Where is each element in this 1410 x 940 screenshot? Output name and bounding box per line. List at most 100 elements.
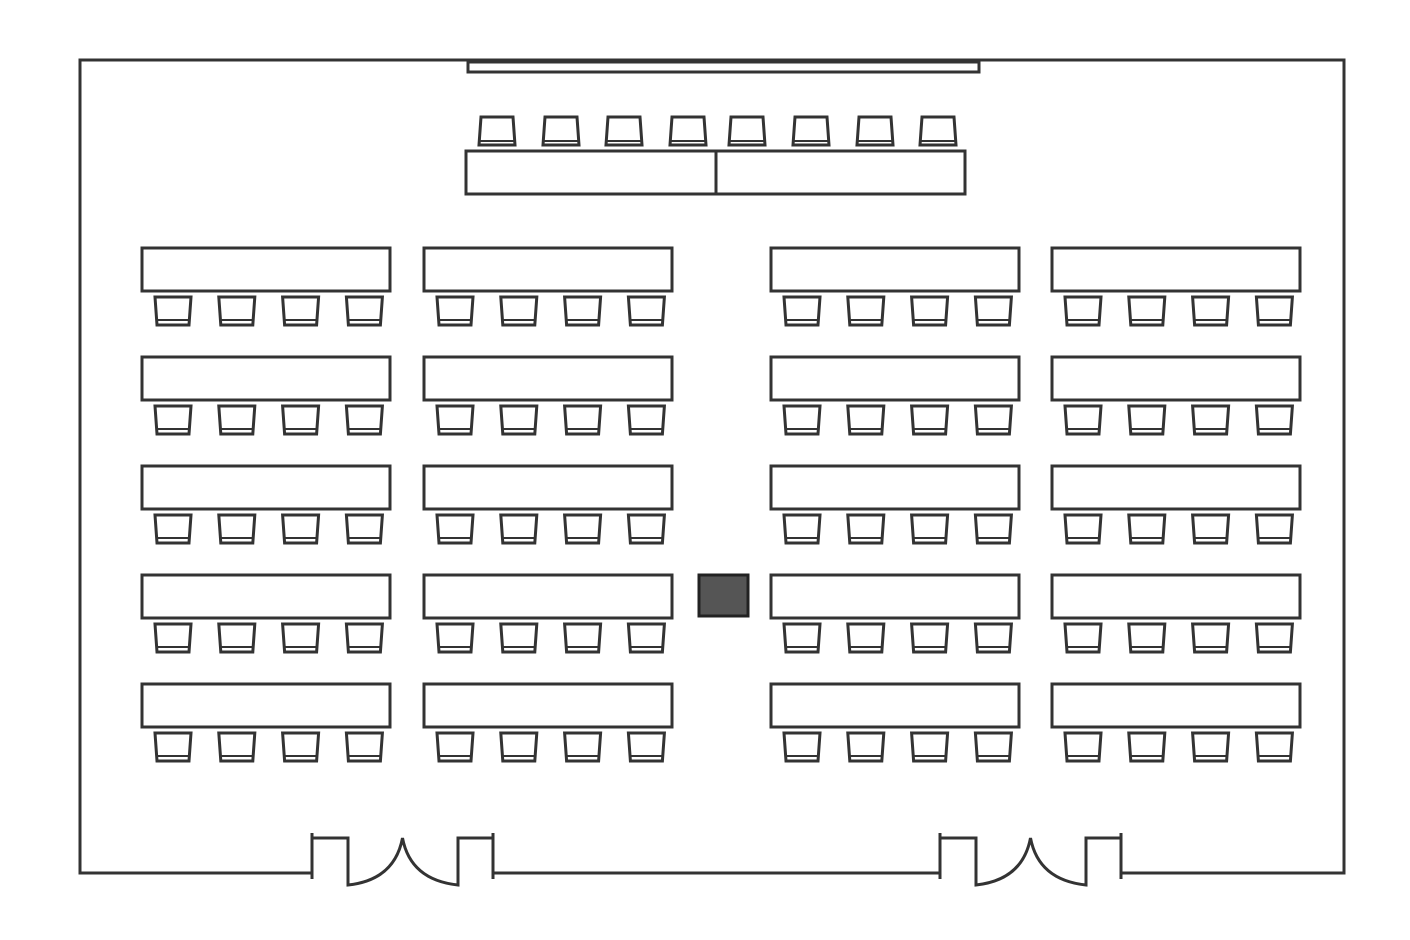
- chair-outline: [1127, 513, 1167, 545]
- student-chair: [1127, 731, 1167, 763]
- chair-outline: [846, 513, 886, 545]
- head-table-chair: [918, 115, 958, 147]
- chair-outline: [626, 295, 667, 327]
- student-chair: [344, 295, 385, 327]
- chair-outline: [1254, 404, 1295, 436]
- chair-outline: [280, 622, 321, 654]
- student-chair: [1190, 513, 1231, 545]
- student-chair: [217, 622, 257, 654]
- head-table: [464, 149, 967, 196]
- student-chair: [499, 622, 539, 654]
- student-chair: [435, 731, 475, 763]
- student-chair: [1127, 513, 1167, 545]
- student-chair: [499, 404, 539, 436]
- chair-outline: [846, 622, 886, 654]
- chair-outline: [782, 731, 822, 763]
- chair-outline: [973, 513, 1014, 545]
- table-surface: [422, 464, 674, 511]
- student-chair: [1190, 404, 1231, 436]
- chair-outline: [153, 731, 193, 763]
- student-chair: [846, 622, 886, 654]
- chair-outline: [1190, 513, 1231, 545]
- chair-outline: [435, 295, 475, 327]
- chair-outline: [280, 731, 321, 763]
- student-chair: [153, 295, 193, 327]
- student-chair: [280, 513, 321, 545]
- chair-outline: [1063, 404, 1103, 436]
- student-chair: [782, 404, 822, 436]
- table-surface: [422, 682, 674, 729]
- chair-outline: [217, 622, 257, 654]
- chair-outline: [499, 622, 539, 654]
- chair-outline: [1063, 622, 1103, 654]
- chair-outline: [344, 622, 385, 654]
- chair-outline: [562, 513, 603, 545]
- student-chair: [562, 622, 603, 654]
- table-surface: [769, 355, 1021, 402]
- student-chair: [1063, 513, 1103, 545]
- student-chair: [973, 513, 1014, 545]
- chair-outline: [1127, 622, 1167, 654]
- student-table: [140, 355, 392, 402]
- center-podium: [697, 573, 750, 618]
- student-chair: [499, 513, 539, 545]
- chair-outline: [562, 295, 603, 327]
- chair-outline: [973, 404, 1014, 436]
- chair-outline: [727, 115, 767, 147]
- student-chair: [909, 404, 950, 436]
- student-chair: [153, 622, 193, 654]
- chair-outline: [280, 404, 321, 436]
- student-chair: [1127, 622, 1167, 654]
- student-chair: [217, 513, 257, 545]
- chair-outline: [541, 115, 581, 147]
- room-wall: [78, 58, 1346, 875]
- student-chair: [909, 622, 950, 654]
- student-chair: [1063, 622, 1103, 654]
- table-surface: [769, 682, 1021, 729]
- student-chair: [1127, 404, 1167, 436]
- student-chair: [562, 295, 603, 327]
- chair-outline: [1190, 622, 1231, 654]
- chair-outline: [846, 731, 886, 763]
- chair-outline: [973, 731, 1014, 763]
- student-table: [422, 573, 674, 620]
- student-chair: [909, 295, 950, 327]
- chair-outline: [846, 295, 886, 327]
- chair-outline: [153, 622, 193, 654]
- chair-outline: [626, 622, 667, 654]
- chair-outline: [909, 622, 950, 654]
- chair-outline: [1063, 731, 1103, 763]
- chair-outline: [1127, 731, 1167, 763]
- chair-outline: [973, 622, 1014, 654]
- head-table-chair: [855, 115, 895, 147]
- table-surface: [1050, 464, 1302, 511]
- chair-outline: [626, 404, 667, 436]
- chair-outline: [1254, 622, 1295, 654]
- chair-outline: [477, 115, 517, 147]
- student-chair: [435, 513, 475, 545]
- chair-outline: [435, 731, 475, 763]
- chair-outline: [153, 513, 193, 545]
- table-surface: [769, 246, 1021, 293]
- chair-outline: [1190, 404, 1231, 436]
- student-table: [1050, 355, 1302, 402]
- door-right: [938, 833, 1123, 887]
- student-chair: [562, 513, 603, 545]
- chair-outline: [499, 404, 539, 436]
- head-table-chair: [791, 115, 831, 147]
- student-chair: [280, 731, 321, 763]
- table-surface: [140, 682, 392, 729]
- student-chair: [217, 731, 257, 763]
- table-surface: [1050, 573, 1302, 620]
- chair-outline: [217, 404, 257, 436]
- chair-outline: [1063, 295, 1103, 327]
- student-table: [1050, 573, 1302, 620]
- student-table: [1050, 464, 1302, 511]
- student-table: [422, 355, 674, 402]
- table-surface: [769, 464, 1021, 511]
- table-surface: [140, 464, 392, 511]
- chair-outline: [1254, 295, 1295, 327]
- student-table: [422, 682, 674, 729]
- chair-outline: [435, 513, 475, 545]
